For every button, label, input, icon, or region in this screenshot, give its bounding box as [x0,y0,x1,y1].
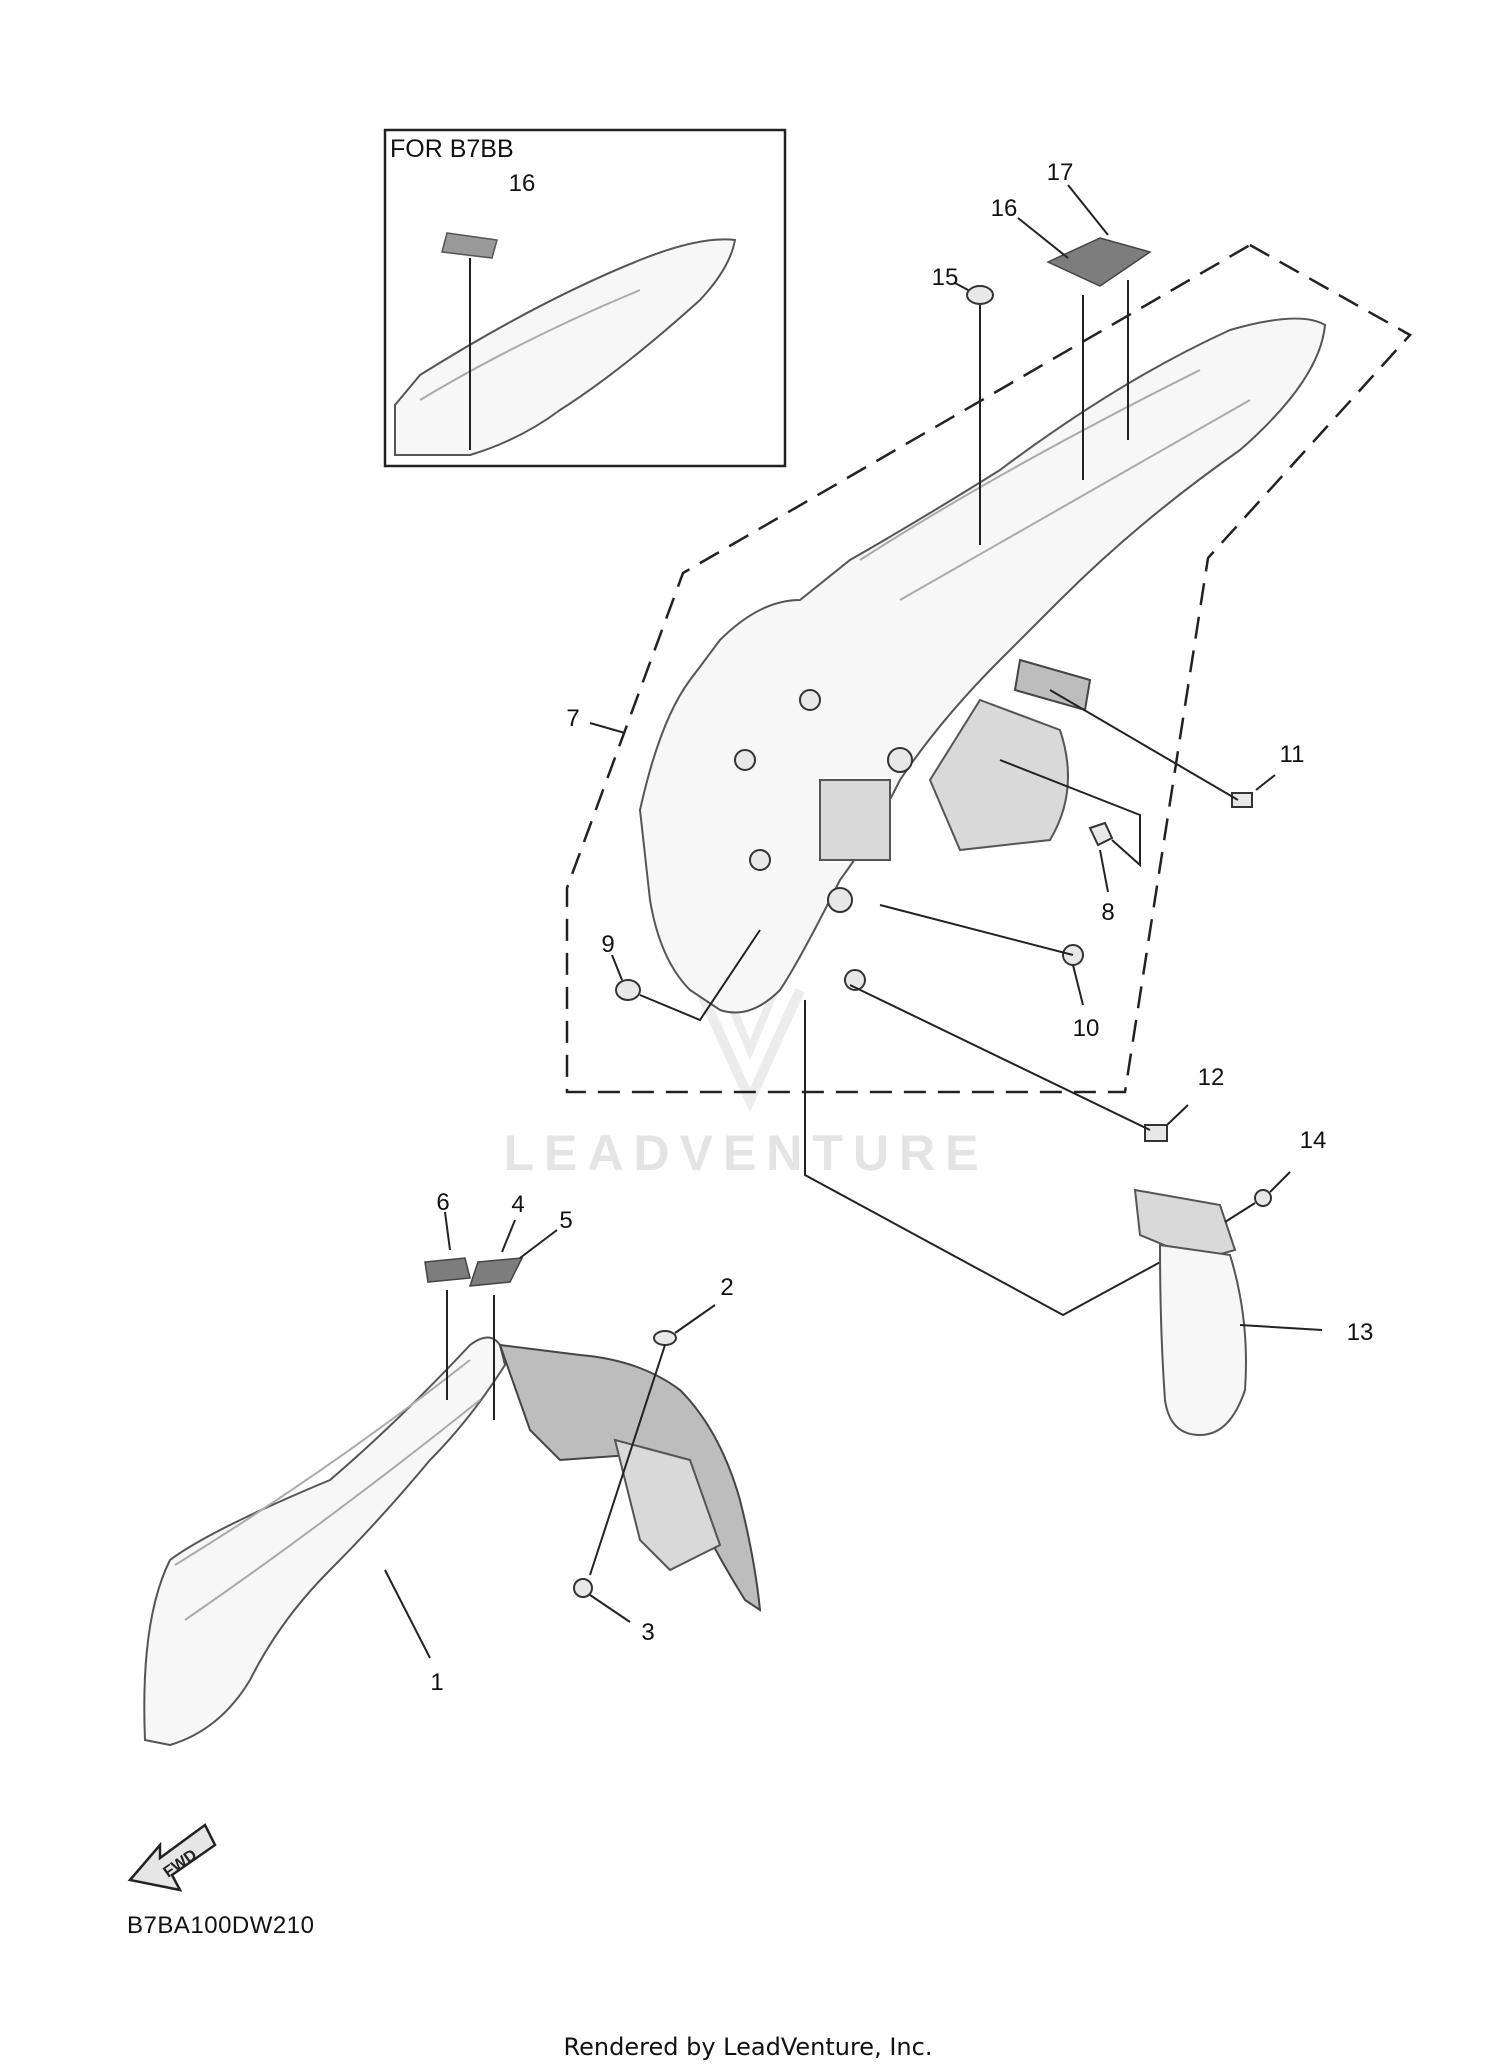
diagram-code: B7BA100DW210 [127,1912,314,1939]
leader-14 [1224,1202,1256,1223]
leader-9 [639,929,761,1022]
callout-12: 12 [1198,1064,1225,1091]
leader-10 [879,904,1074,956]
part-14-screw [1254,1189,1272,1207]
forward-arrow-icon: FWD [127,1823,217,1892]
inset-title: FOR B7BB [390,135,514,163]
callout-11: 11 [1280,741,1305,768]
leader-2 [589,1344,666,1576]
decal-4-5 [468,1257,524,1287]
callout-17: 17 [1047,159,1074,186]
rear-fender-window [819,779,891,861]
leader-6-label [444,1211,451,1251]
leader-8 [999,759,1141,868]
inset-box: FOR B7BB 16 [383,128,787,468]
part-12-bolt [1144,1124,1168,1142]
inset-callout-16: 16 [509,170,536,197]
callout-15: 15 [932,264,959,291]
callout-7: 7 [566,705,579,732]
leader-12 [849,984,1151,1131]
part-15-grommet [966,285,994,305]
leader-5-label [519,1229,558,1259]
leader-12-label [1166,1104,1189,1126]
rear-fender-hole-5 [827,887,853,913]
inset-decal-16 [441,232,498,259]
mud-flap-13 [1133,1188,1323,1437]
render-credit: Rendered by LeadVenture, Inc. [564,2033,933,2061]
leader-9-label [611,954,623,981]
callout-5: 5 [559,1207,572,1234]
rear-fender-crease-2 [899,399,1251,601]
callout-10: 10 [1073,1015,1100,1042]
part-3-bolt [573,1578,593,1598]
part-11-bolt [1231,792,1253,808]
rear-fender-7 [638,317,1327,1014]
rear-fender-dark-panel [1013,658,1092,712]
rear-fender-hole-1 [734,749,756,771]
callout-9: 9 [601,931,614,958]
leader-10-label [1072,964,1084,1006]
leader-1 [384,1569,431,1659]
rear-fender-crease-1 [859,369,1201,561]
decal-6 [424,1257,471,1283]
leader-4-label [501,1219,516,1253]
callout-13: 13 [1347,1319,1374,1346]
rear-fender-hole-2 [799,689,821,711]
rear-fender-skirt [928,698,1069,852]
front-fender-1 [143,1336,762,1747]
leader-8-label [1099,849,1109,893]
assembly-boundary-7 [565,243,1412,1094]
leader-2-label [674,1304,716,1334]
inset-fender-shape [394,238,737,456]
rear-fender-hole-4 [887,747,913,773]
front-fender-crease-2 [184,1399,481,1621]
part-8-nut [1088,821,1114,847]
leader-11-label [1255,774,1276,791]
callout-8: 8 [1101,899,1114,926]
leader-17-top [1067,184,1109,236]
callout-4: 4 [511,1191,524,1218]
rear-fender-body [638,317,1327,1014]
rear-fender-hole-3 [749,849,771,871]
leader-16-top [1017,217,1069,259]
decal-16-17 [1046,237,1152,287]
mud-flap-body [1158,1243,1247,1437]
part-9-clip [615,979,641,1001]
callout-2: 2 [720,1274,733,1301]
watermark-text: LEADVENTURE [503,1125,988,1181]
leader-13 [1239,1324,1323,1331]
front-fender-mount [613,1438,722,1572]
callout-1: 1 [430,1669,443,1696]
front-fender-body [143,1336,507,1747]
callout-3: 3 [641,1619,654,1646]
part-2-bolt [653,1330,677,1346]
watermark: LEADVENTURE [503,987,988,1181]
inset-fender-crease [419,289,641,401]
leader-11 [1049,689,1239,801]
leader-15-top [954,282,969,291]
callout-16: 16 [991,195,1018,222]
leader-3-label [589,1594,631,1623]
front-fender-crease-1 [174,1359,471,1566]
leader-14-label [1269,1171,1291,1193]
callout-14: 14 [1300,1127,1327,1154]
leader-13-path [804,1000,1211,1317]
callout-6: 6 [436,1189,449,1216]
leader-7 [589,722,626,734]
